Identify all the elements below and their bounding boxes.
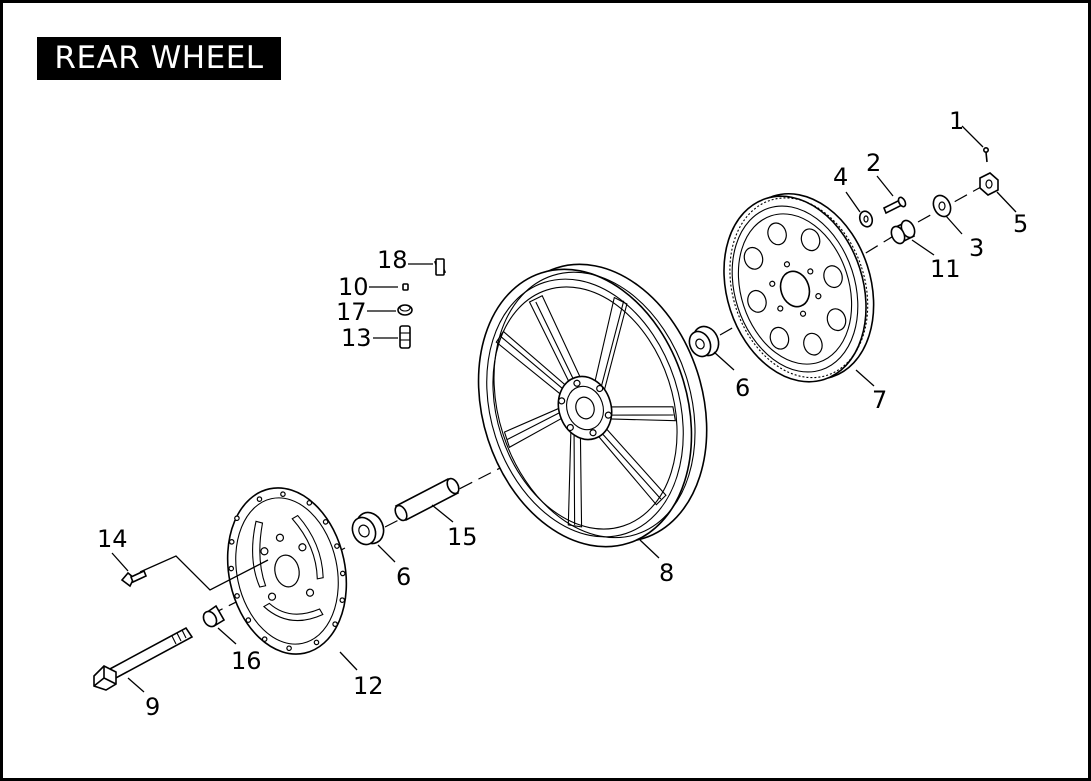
callout-5: 5 <box>1013 210 1028 238</box>
callout-12: 12 <box>353 672 384 700</box>
callout-6-left: 6 <box>396 563 411 591</box>
callout-1: 1 <box>949 107 964 135</box>
callout-11: 11 <box>930 255 961 283</box>
callout-3: 3 <box>969 234 984 262</box>
callout-2: 2 <box>866 149 881 177</box>
wheel-spokes <box>495 294 677 528</box>
callout-labels: 1 2 3 4 5 6 7 8 9 10 11 12 13 14 15 16 1… <box>97 107 1028 721</box>
callout-leaders <box>111 125 1017 693</box>
callout-17: 17 <box>336 298 367 326</box>
callout-4: 4 <box>833 163 848 191</box>
callout-16: 16 <box>231 647 262 675</box>
brake-rotor <box>226 487 348 655</box>
rear-axle <box>93 626 194 691</box>
rotor-bolt <box>120 569 148 588</box>
wheel-bearing-right <box>688 325 720 358</box>
callout-14: 14 <box>97 525 128 553</box>
callout-7: 7 <box>872 386 887 414</box>
callout-13: 13 <box>341 324 372 352</box>
rear-belt-sprocket <box>723 192 875 383</box>
callout-9: 9 <box>145 693 160 721</box>
callout-18: 18 <box>377 246 408 274</box>
axle-sleeve <box>890 219 916 245</box>
valve-core <box>402 283 409 291</box>
callout-8: 8 <box>659 559 674 587</box>
cast-wheel <box>477 263 708 548</box>
cotter-pin <box>982 147 989 163</box>
rotor-bolt-leader <box>139 555 269 591</box>
wheel-bearing-left <box>351 511 385 546</box>
bearing-spacer-tube <box>394 477 460 522</box>
axle-nut <box>979 172 999 196</box>
axle-washer <box>932 194 952 218</box>
valve-cap-small <box>433 258 447 276</box>
valve-nut <box>397 304 413 316</box>
sprocket-bolt <box>882 196 907 215</box>
callout-6-right: 6 <box>735 374 750 402</box>
axle-spacer <box>202 604 226 628</box>
valve-stem <box>399 325 411 349</box>
sprocket-washer <box>858 210 874 228</box>
callout-15: 15 <box>447 523 478 551</box>
diagram-title: REAR WHEEL <box>37 37 281 80</box>
callout-10: 10 <box>338 273 369 301</box>
